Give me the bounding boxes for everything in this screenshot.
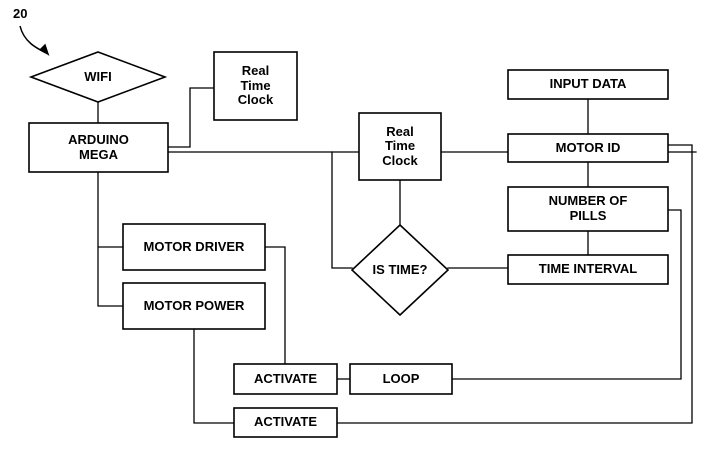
pills-right-down: [451, 209, 682, 380]
arduino-down-bus: [97, 171, 124, 307]
node-shape-motor-id[interactable]: [507, 133, 669, 163]
node-shape-layer: [28, 51, 669, 438]
node-shape-wifi[interactable]: [28, 51, 168, 103]
node-shape-is-time[interactable]: [350, 223, 450, 317]
node-shape-real-time-clock-2[interactable]: [358, 112, 442, 181]
node-shape-loop[interactable]: [349, 363, 453, 395]
node-shape-number-of-pills[interactable]: [507, 186, 669, 232]
motor-power-to-activate2: [193, 328, 235, 424]
node-shape-arduino-mega[interactable]: [28, 122, 169, 173]
node-shape-motor-driver[interactable]: [122, 223, 266, 271]
node-shape-motor-power[interactable]: [122, 282, 266, 330]
arduino-to-rtc1: [167, 87, 215, 148]
reference-pointer-layer: [19, 25, 50, 56]
node-shape-activate-1[interactable]: [233, 363, 338, 395]
reference-numeral: 20: [13, 6, 28, 21]
motor-id-right-down: [336, 144, 693, 424]
node-shape-time-interval[interactable]: [507, 254, 669, 285]
node-shape-real-time-clock-1[interactable]: [213, 51, 298, 121]
node-shape-activate-2[interactable]: [233, 407, 338, 438]
node-shape-input-data[interactable]: [507, 69, 669, 100]
arduino-bus-to-is-time: [331, 151, 353, 269]
motor-driver-to-activate1: [264, 246, 286, 365]
reference-arrowhead-icon: [39, 43, 50, 56]
